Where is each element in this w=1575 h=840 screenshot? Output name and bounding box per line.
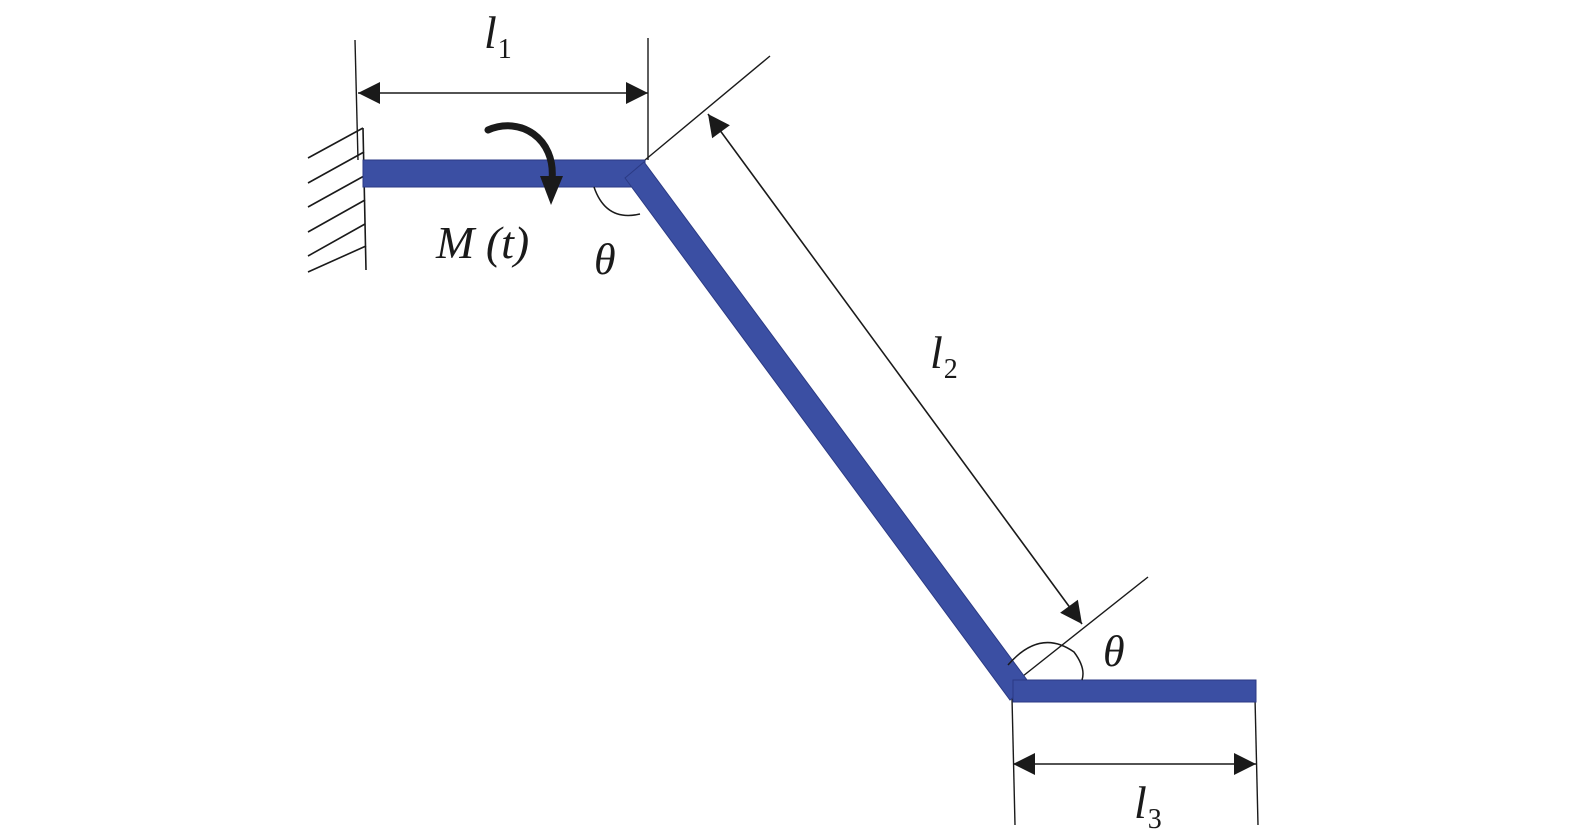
moment-arrow: [484, 122, 563, 205]
moment-arc: [484, 122, 556, 184]
extension-line-l1-left: [354, 39, 359, 161]
wall-hatch: [307, 151, 365, 184]
angle-arc-bottom: [1007, 641, 1084, 681]
fixed-support: [307, 127, 367, 273]
label-l1: l1: [484, 7, 512, 65]
wall-hatch: [307, 245, 367, 273]
beam-segment-3: [1012, 679, 1257, 703]
moment-arrowhead: [540, 176, 563, 205]
label-l3: l3: [1134, 777, 1162, 835]
beam-segment-2: [624, 161, 1031, 701]
label-theta-top: θ: [594, 235, 616, 284]
wall-hatch: [307, 223, 366, 257]
extension-line-l2-bottom: [1017, 576, 1149, 681]
angle-arc-top: [593, 186, 641, 217]
dimension-lines: [358, 82, 1256, 775]
wall-hatch: [307, 175, 365, 208]
extension-lines: [354, 38, 1259, 826]
wall-hatch: [307, 199, 366, 233]
angle-arcs: [593, 186, 1084, 681]
label-l2: l2: [930, 327, 958, 385]
label-moment: M (t): [436, 217, 530, 268]
extension-line-l3-right: [1254, 697, 1259, 826]
dimension-l2: [707, 113, 1083, 625]
extension-line-l2-top: [644, 55, 771, 161]
wall-hatch: [307, 127, 364, 159]
beam-segment-1: [362, 159, 646, 188]
label-theta-bottom: θ: [1103, 627, 1125, 676]
wall-line: [362, 127, 367, 271]
extension-line-l3-left: [1011, 697, 1016, 826]
beam: [362, 159, 1257, 703]
